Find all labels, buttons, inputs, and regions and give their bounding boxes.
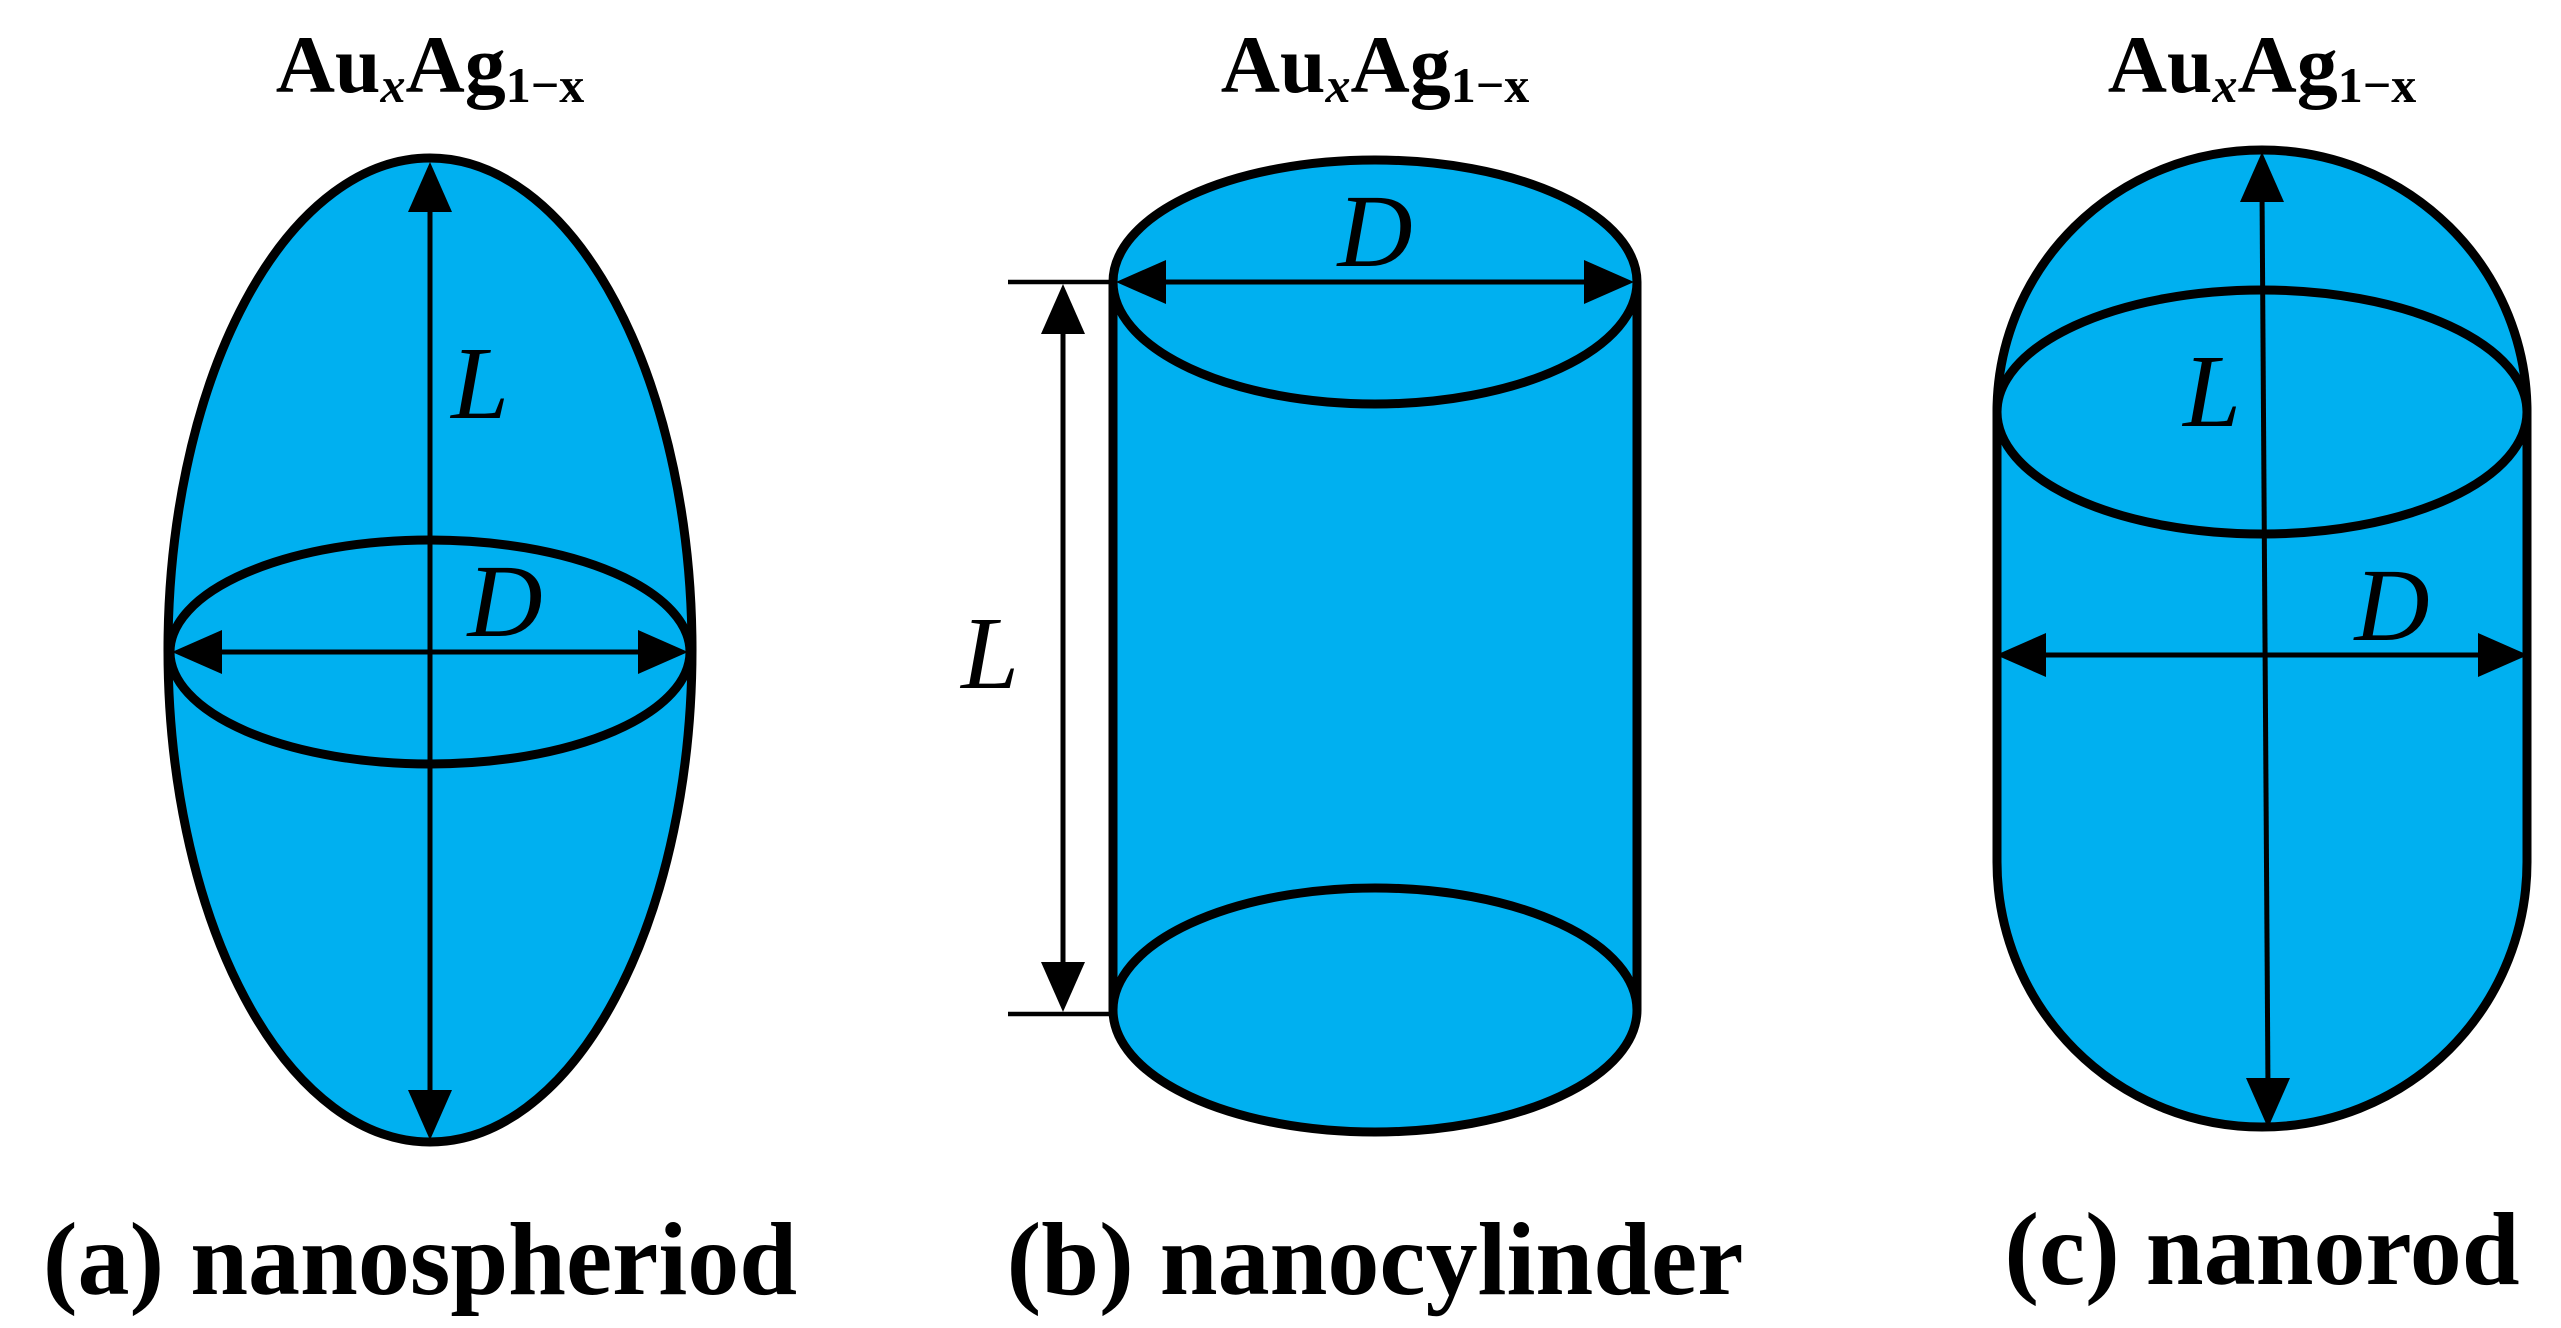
spheroid-length-arrow-top — [408, 162, 452, 212]
spheroid-length-label: L — [449, 326, 509, 441]
panel-a-formula: AuxAg1−x — [276, 19, 585, 113]
cylinder-diameter-arrow-left — [1116, 260, 1166, 304]
nanorod-length-arrow-bottom — [2246, 1078, 2290, 1128]
panel-a-nanospheroid: AuxAg1−x L D (a) nanospheriod — [43, 19, 797, 1317]
spheroid-diameter-label: D — [465, 544, 542, 659]
cylinder-bottom-ellipse — [1108, 883, 1642, 1137]
spheroid-diameter-arrow-right — [638, 630, 688, 674]
cylinder-length-arrow-top — [1041, 284, 1085, 334]
cylinder-diameter-label: D — [1335, 174, 1412, 289]
spheroid-diameter-arrow-left — [172, 630, 222, 674]
nanorod-length-dimension-line — [2259, 189, 2271, 1091]
nanorod-length-arrow-top — [2240, 152, 2284, 202]
nanorod-diameter-label: D — [2352, 548, 2429, 663]
cylinder-diameter-arrow-right — [1584, 260, 1634, 304]
panel-b-caption: (b) nanocylinder — [1007, 1202, 1744, 1317]
panel-b-nanocylinder: AuxAg1−x D L (b) nanocylinder — [959, 19, 1743, 1317]
spheroid-outline — [163, 153, 697, 1147]
cylinder-length-label: L — [959, 596, 1019, 711]
nanorod-diameter-arrow-left — [1996, 633, 2046, 677]
nanorod-diameter-arrow-right — [2478, 633, 2528, 677]
nanorod-outline — [1992, 145, 2532, 1132]
cylinder-length-arrow-bottom — [1041, 962, 1085, 1012]
panel-c-caption: (c) nanorod — [2004, 1192, 2519, 1307]
spheroid-length-arrow-bottom — [408, 1090, 452, 1140]
panel-b-formula: AuxAg1−x — [1221, 19, 1530, 113]
panel-a-caption: (a) nanospheriod — [43, 1202, 797, 1317]
nanorod-length-label: L — [2181, 334, 2241, 449]
panel-c-formula: AuxAg1−x — [2108, 19, 2417, 113]
panel-c-nanorod: AuxAg1−x L D (c) nanorod — [1992, 19, 2532, 1307]
